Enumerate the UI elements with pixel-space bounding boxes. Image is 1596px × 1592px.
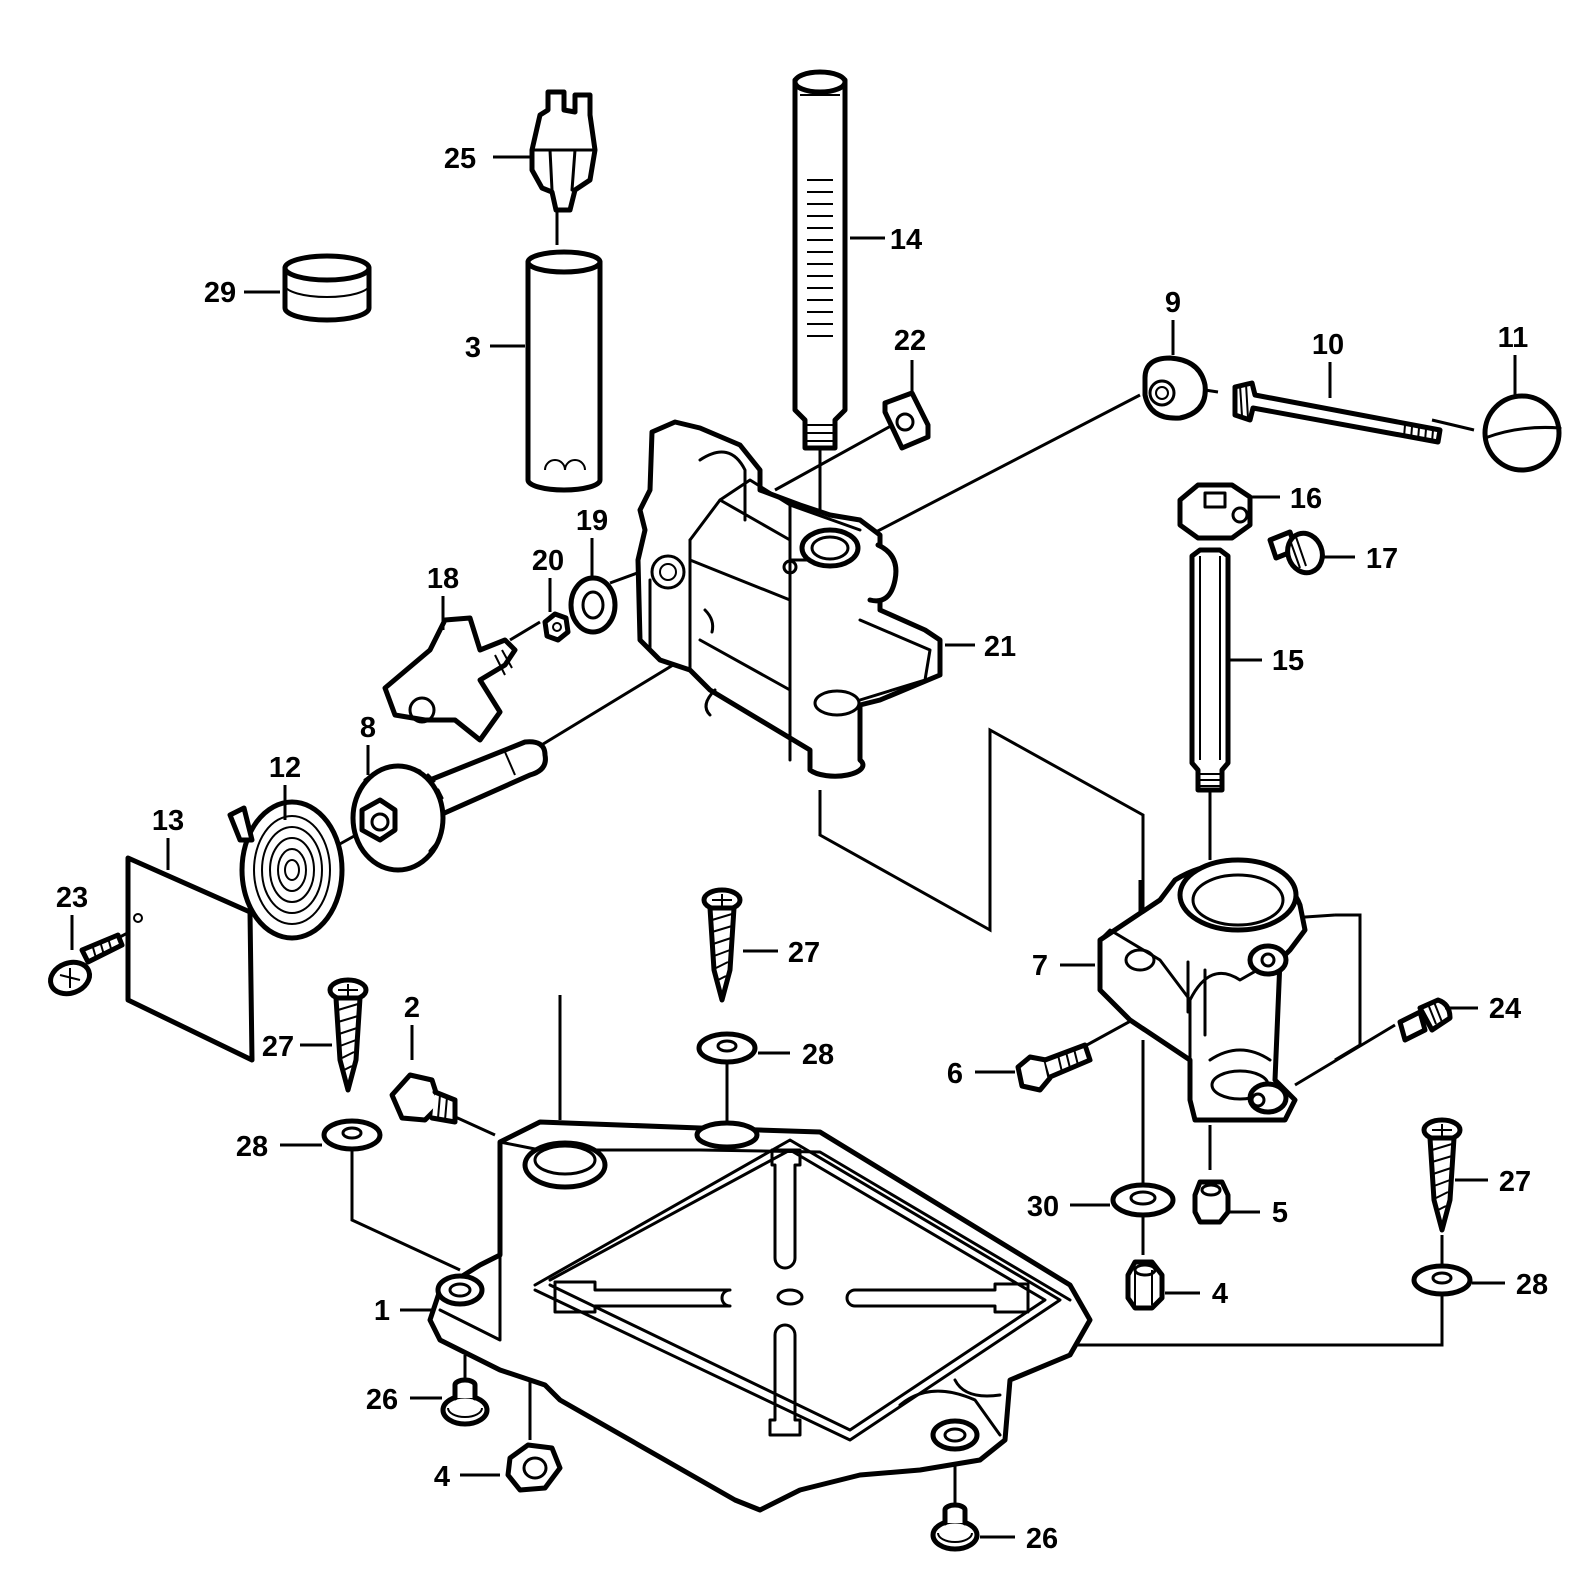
callout-ticks <box>70 155 1517 1539</box>
callout-27-left: 27 <box>262 1031 294 1063</box>
callout-13: 13 <box>152 805 184 837</box>
callout-12: 12 <box>269 752 301 784</box>
part-27-screw-left <box>327 977 369 1093</box>
callout-18: 18 <box>427 563 459 595</box>
callout-23: 23 <box>56 882 88 914</box>
callout-21: 21 <box>984 631 1016 663</box>
part-17-screw <box>1267 529 1325 576</box>
part-26-foot-right <box>930 1502 980 1552</box>
callout-3: 3 <box>465 332 481 364</box>
part-1-base-plate <box>427 1119 1093 1513</box>
callout-11: 11 <box>1498 322 1529 354</box>
part-11-ball-knob <box>1482 393 1562 473</box>
part-30-washer <box>1110 1182 1176 1218</box>
callout-8: 8 <box>360 712 376 744</box>
callout-9: 9 <box>1165 287 1181 319</box>
part-28-washer-middle <box>696 1031 758 1065</box>
part-26-foot-left <box>440 1377 490 1427</box>
callout-1: 1 <box>374 1295 390 1327</box>
callout-19: 19 <box>576 505 608 537</box>
callout-29: 29 <box>204 277 236 309</box>
part-4-nut-right <box>1125 1259 1165 1311</box>
callout-15: 15 <box>1272 645 1304 677</box>
part-24-bolt <box>1397 997 1453 1043</box>
callout-27-right: 27 <box>1499 1166 1531 1198</box>
callout-28-right: 28 <box>1516 1269 1548 1301</box>
callout-7: 7 <box>1032 950 1048 982</box>
part-4-nut-bottom <box>505 1442 563 1493</box>
part-2-bolt <box>389 1072 458 1125</box>
callout-4-bottom: 4 <box>434 1461 450 1493</box>
callout-28-left: 28 <box>236 1131 268 1163</box>
part-9-knob-nut <box>1142 355 1208 421</box>
part-7-collar-bracket <box>1097 857 1308 1123</box>
part-14-rack-column <box>792 69 848 451</box>
callout-6: 6 <box>947 1058 963 1090</box>
part-8-pinion-gear <box>350 739 548 873</box>
part-27-screw-middle <box>701 887 743 1003</box>
part-25-cap <box>529 89 598 213</box>
part-13-label-plate <box>125 855 255 1063</box>
callout-20: 20 <box>532 545 564 577</box>
callout-labels: 25 14 29 3 22 9 10 11 16 17 19 20 18 21 … <box>56 143 1548 1555</box>
callout-26-left: 26 <box>366 1384 398 1416</box>
callout-26-right: 26 <box>1026 1523 1058 1555</box>
callout-28-middle: 28 <box>802 1039 834 1071</box>
part-28-washer-right <box>1411 1263 1473 1297</box>
callout-2: 2 <box>404 992 420 1024</box>
part-19-washer <box>568 575 618 635</box>
part-27-screw-right <box>1421 1117 1463 1233</box>
part-16-clamp-block <box>1177 482 1253 541</box>
callout-16: 16 <box>1290 483 1322 515</box>
part-28-washer-left <box>321 1118 383 1152</box>
part-22-square-nut <box>882 390 931 451</box>
part-15-depth-rod <box>1189 547 1231 793</box>
part-10-threaded-rod <box>1232 380 1443 445</box>
callout-10: 10 <box>1312 329 1344 361</box>
callout-27-middle: 27 <box>788 937 820 969</box>
part-5-nut <box>1192 1179 1231 1225</box>
part-29-sleeve <box>282 253 372 323</box>
callout-24: 24 <box>1489 993 1521 1025</box>
callout-4-right: 4 <box>1212 1278 1228 1310</box>
part-6-bolt <box>1015 1042 1093 1093</box>
callout-30: 30 <box>1027 1191 1059 1223</box>
callout-14: 14 <box>890 224 922 256</box>
part-23-screw <box>48 932 125 997</box>
part-12-spiral-spring <box>227 799 345 941</box>
part-18-wing-knob <box>382 615 518 743</box>
part-20-small-nut <box>542 611 571 643</box>
callout-25: 25 <box>444 143 476 175</box>
part-3-tube <box>525 249 603 493</box>
part-21-carriage-housing <box>635 419 943 779</box>
callout-5: 5 <box>1272 1197 1288 1229</box>
callout-17: 17 <box>1366 543 1398 575</box>
callout-22: 22 <box>894 325 926 357</box>
